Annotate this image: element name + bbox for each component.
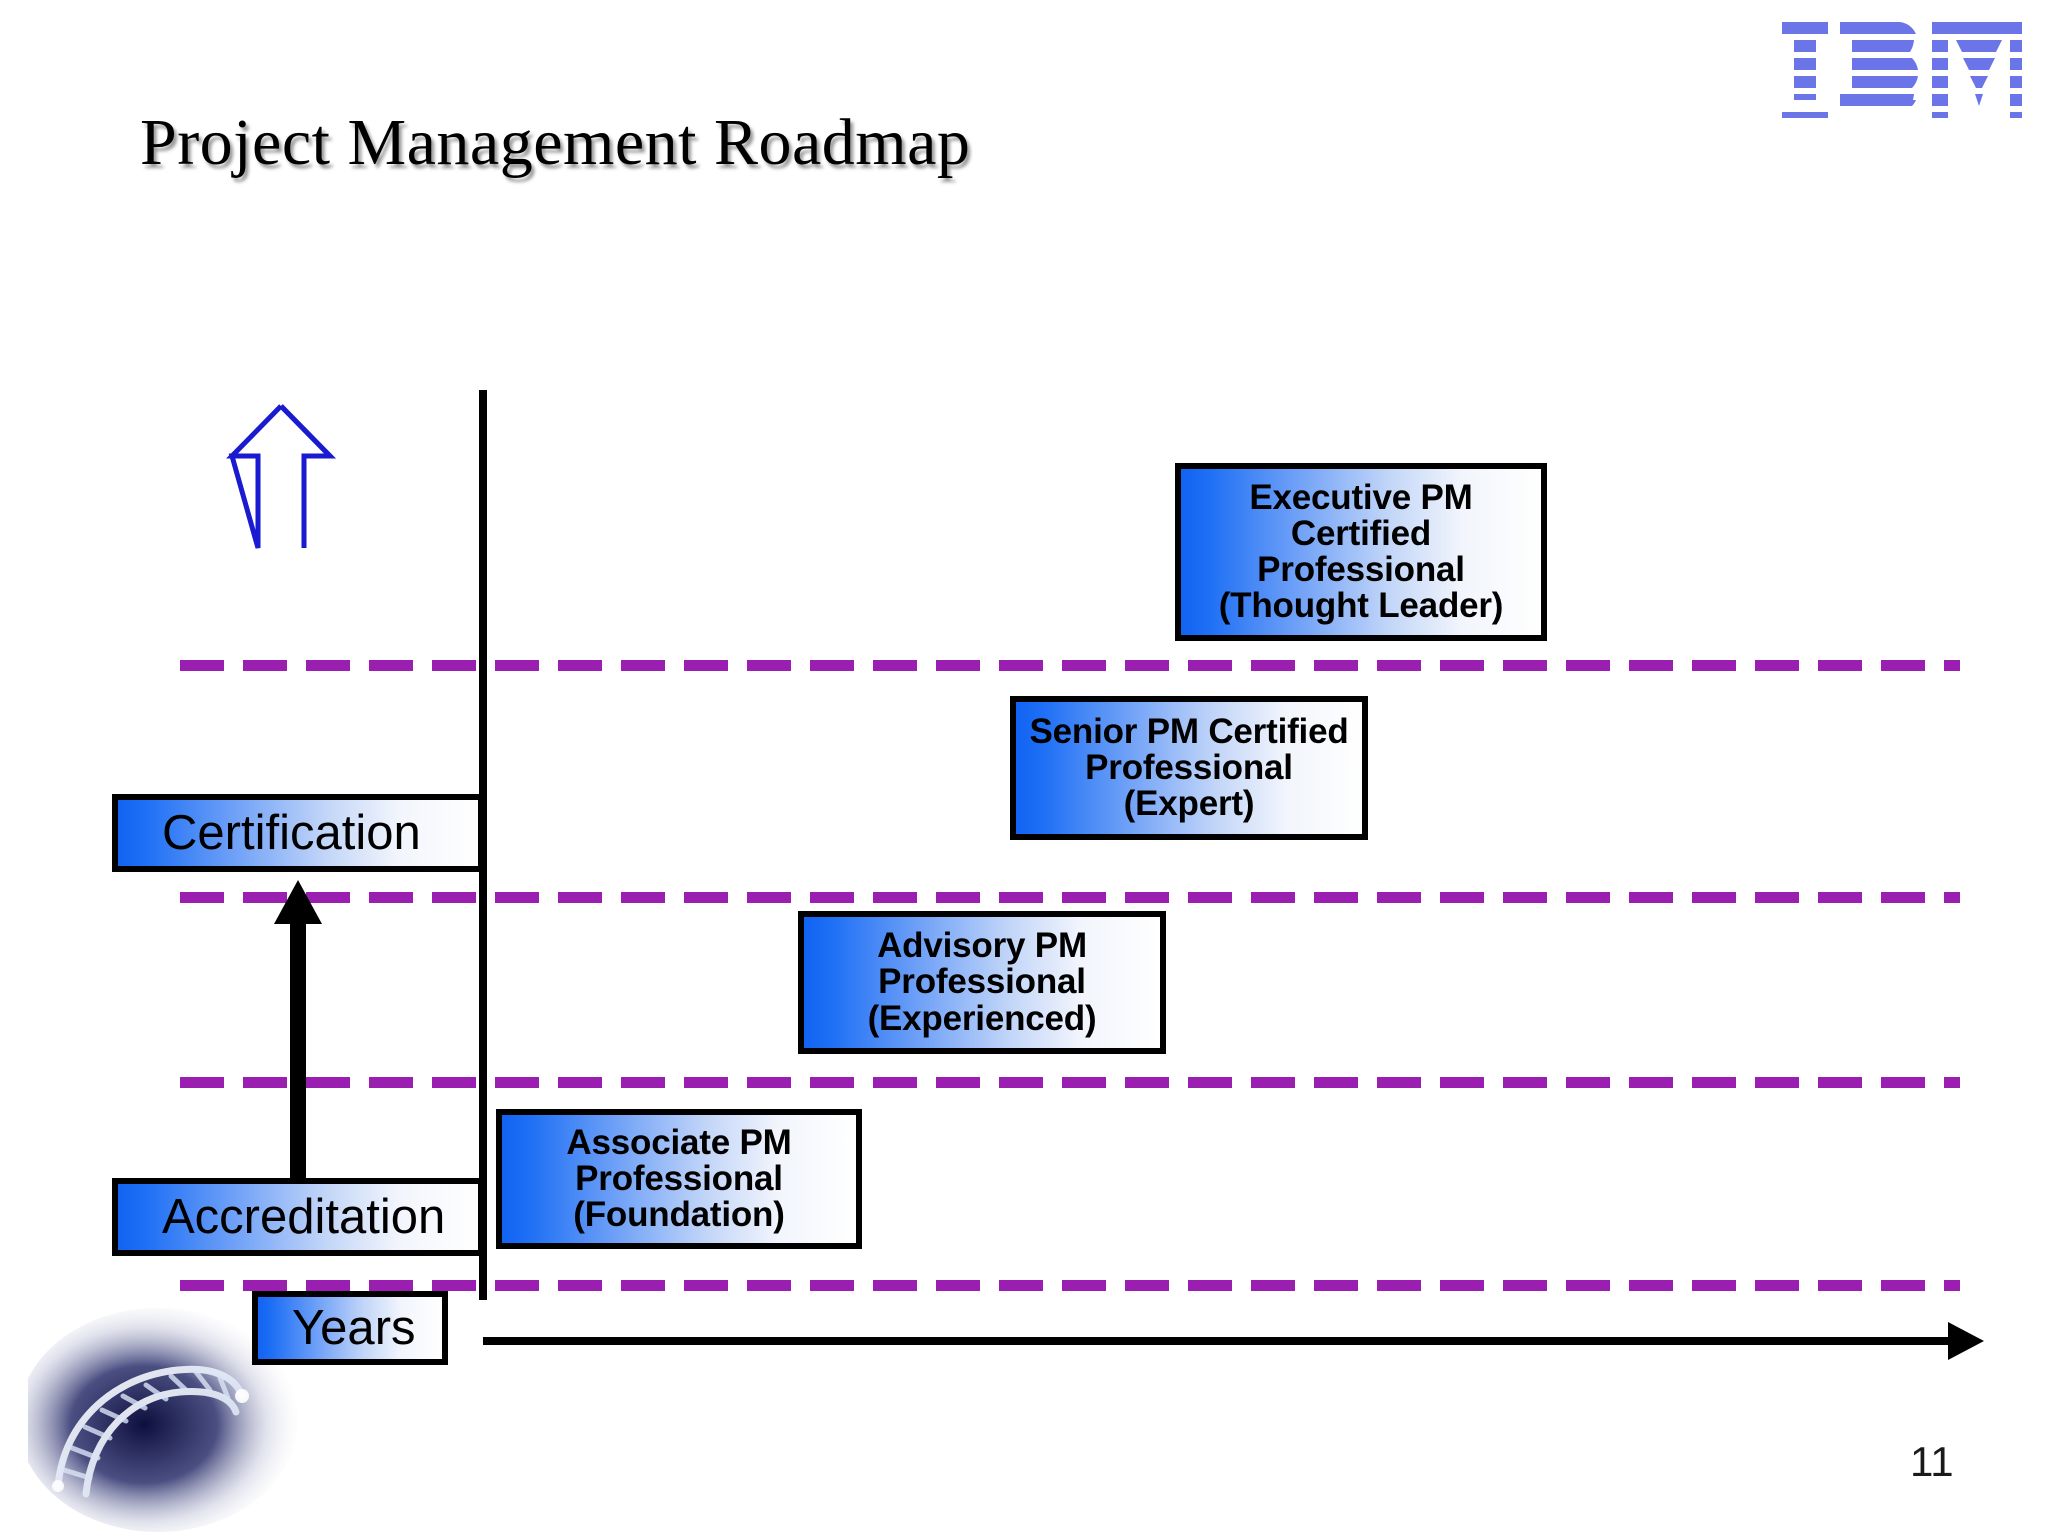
stage-line: Professional <box>1085 747 1293 787</box>
arrow-up-outline-icon <box>226 400 336 550</box>
page-title: Project Management Roadmap <box>140 106 971 179</box>
stage-line: Professional <box>878 962 1086 1002</box>
stage-line: Professional <box>1257 550 1465 589</box>
stage-line: (Experienced) <box>867 998 1097 1038</box>
band-divider-foundation <box>180 1280 1960 1291</box>
axis-label-years[interactable]: Years <box>252 1291 448 1365</box>
arrow-up-solid-icon <box>272 880 324 1200</box>
band-divider-thought-leader <box>180 660 1960 671</box>
stage-box-associate-pm[interactable]: Associate PM Professional (Foundation) <box>496 1109 862 1249</box>
stage-line: Professional <box>575 1158 783 1198</box>
timeline-axis-line <box>483 1337 1960 1345</box>
axis-label-text: Years <box>292 1301 416 1355</box>
stage-box-advisory-pm[interactable]: Advisory PM Professional (Experienced) <box>798 911 1166 1054</box>
stage-line: (Foundation) <box>573 1195 785 1235</box>
stage-line: (Expert) <box>1123 784 1255 824</box>
dna-helix-icon <box>28 1300 328 1532</box>
stage-line: Advisory PM <box>877 926 1087 966</box>
band-divider-expert <box>180 892 1960 903</box>
axis-label-certification[interactable]: Certification <box>112 794 484 872</box>
arrow-right-icon <box>1948 1322 1984 1360</box>
page-number: 11 <box>1910 1438 1954 1485</box>
axis-label-text: Accreditation <box>162 1190 446 1244</box>
stage-line: (Thought Leader) <box>1218 586 1504 626</box>
ibm-logo <box>1782 22 2022 118</box>
stage-box-executive-pm[interactable]: Executive PM Certified Professional (Tho… <box>1175 463 1547 641</box>
stage-line: Certified <box>1290 513 1432 553</box>
axis-label-accreditation[interactable]: Accreditation <box>112 1178 484 1256</box>
stage-box-senior-pm[interactable]: Senior PM Certified Professional (Expert… <box>1010 696 1368 840</box>
axis-label-text: Certification <box>162 806 421 860</box>
stage-line: Senior PM Certified <box>1029 711 1349 751</box>
band-divider-experienced <box>180 1077 1960 1088</box>
stage-line: Associate PM <box>566 1122 792 1162</box>
stage-line: Executive PM <box>1249 477 1473 517</box>
